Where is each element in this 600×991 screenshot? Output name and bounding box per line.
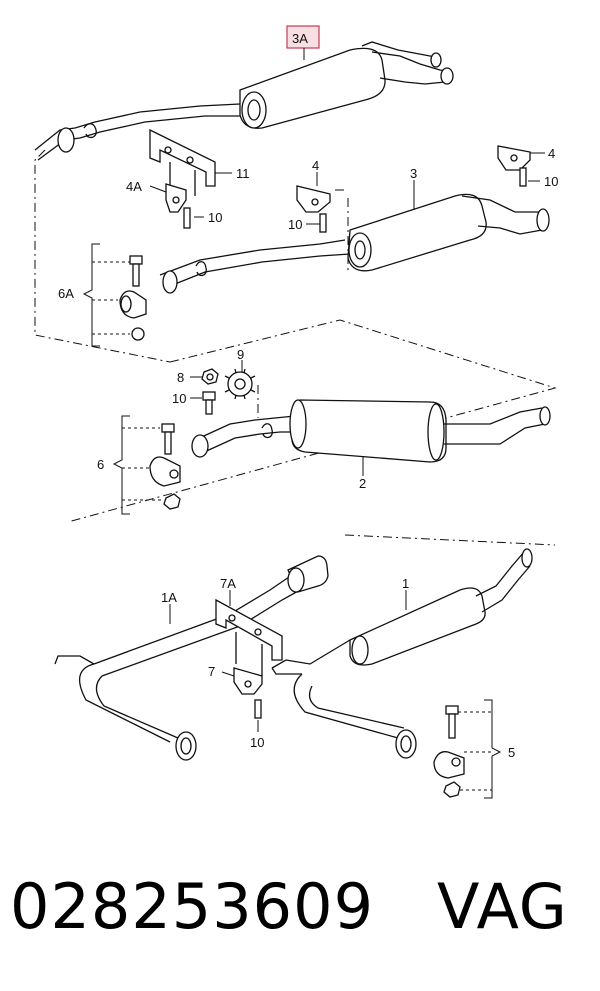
callout-1: 1 xyxy=(402,576,409,591)
hanger-7 xyxy=(233,667,263,719)
clamp-kit-6A xyxy=(119,255,147,341)
rear-silencer-3 xyxy=(159,193,550,294)
callout-4-right: 4 xyxy=(548,146,555,161)
front-silencer-1 xyxy=(271,548,533,759)
callout-4A: 4A xyxy=(126,179,142,194)
callout-5: 5 xyxy=(508,745,515,760)
clamp-kit-5 xyxy=(433,705,465,798)
clamp-kit-6 xyxy=(149,423,181,510)
nut-8 xyxy=(201,368,219,385)
callout-10-a: 10 xyxy=(208,210,222,225)
part-number-caption: 028253609 xyxy=(10,870,375,943)
callout-3A: 3A xyxy=(292,31,308,46)
callout-8: 8 xyxy=(177,370,184,385)
callout-11: 11 xyxy=(236,166,250,181)
callout-2: 2 xyxy=(359,476,366,491)
callout-10-b: 10 xyxy=(288,217,302,232)
bracket-11 xyxy=(149,128,216,196)
callout-7: 7 xyxy=(208,664,215,679)
callout-3A-highlight xyxy=(286,25,320,49)
callout-10-d: 10 xyxy=(172,391,186,406)
rubber-mount-9 xyxy=(224,368,256,400)
rear-silencer-3A xyxy=(34,41,454,161)
rear-silencer-2 xyxy=(191,399,551,463)
bolt-10-d xyxy=(202,391,216,415)
callout-10-c: 10 xyxy=(544,174,558,189)
exhaust-system-diagram: 3A 11 4A 10 3 4 xyxy=(34,25,558,799)
hanger-4A xyxy=(165,183,191,229)
callout-6: 6 xyxy=(97,457,104,472)
callout-7A: 7A xyxy=(220,576,236,591)
brand-caption: VAG xyxy=(437,870,568,943)
callout-4-middle: 4 xyxy=(312,158,319,173)
callout-6A: 6A xyxy=(58,286,74,301)
hanger-4-right xyxy=(497,145,531,187)
callout-9: 9 xyxy=(237,347,244,362)
front-pipe-1A xyxy=(54,555,329,761)
callout-3: 3 xyxy=(410,166,417,181)
callout-10-e: 10 xyxy=(250,735,264,750)
hanger-4-middle xyxy=(296,185,331,233)
callout-1A: 1A xyxy=(161,590,177,605)
bracket-7A xyxy=(215,598,283,676)
